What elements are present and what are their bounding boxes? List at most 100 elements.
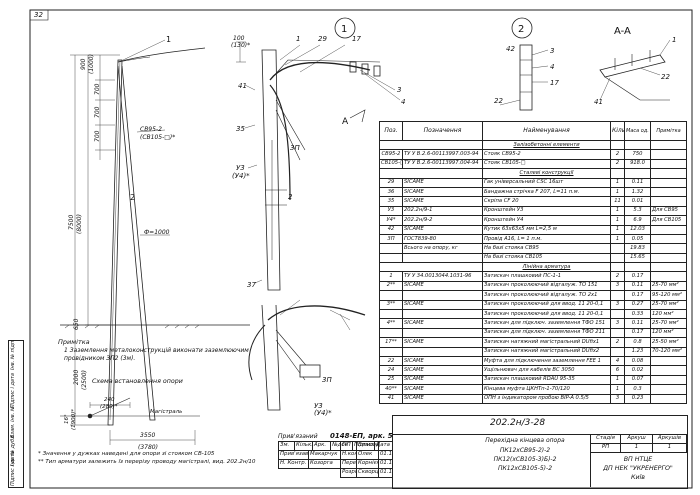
table-cell-pos <box>379 252 403 264</box>
table-cell-note <box>650 365 687 376</box>
specification-table: Поз.ПозначенняНайменуванняКільк.Маса од.… <box>379 121 687 404</box>
table-cell-qty <box>610 252 625 264</box>
signature-role: Н. Контр. <box>278 459 309 469</box>
table-cell-name: Затискач проколюючий відгалуж. ТО 151 <box>482 280 611 292</box>
detail-lower-drawing <box>248 299 366 411</box>
table-cell-pos: 3** <box>379 299 403 311</box>
table-section-row: Сталеві конструкції <box>379 168 687 179</box>
table-cell-note <box>650 271 687 282</box>
table-cell-mass: 0.17 <box>624 271 651 282</box>
signature-name: Власюк <box>356 441 379 451</box>
table-cell-name: Затискач плашковий RDAU 95-35 <box>482 374 611 386</box>
table-cell-qty <box>610 309 625 320</box>
table-cell-pos: СВ95-2 <box>379 149 403 160</box>
d1-callout-3: 3 <box>397 86 401 94</box>
org-line-3: Київ <box>630 474 646 481</box>
table-cell-des: SICAME <box>402 280 483 292</box>
table-section-title: Лінійна арматура <box>482 262 611 273</box>
scheme-dim-16deg: 16° <box>64 414 70 424</box>
table-cell-mass: 15.65 <box>624 252 651 264</box>
table-cell-des: SICAME <box>402 337 483 348</box>
dim-2000: 2000 <box>73 370 80 385</box>
table-cell-note: 70-120 мм² <box>650 346 687 358</box>
note-title: Примітка <box>58 338 90 346</box>
aa-callout-1: 1 <box>672 36 676 44</box>
dim-7500: 7500 <box>68 215 75 230</box>
table-cell-des <box>402 327 483 339</box>
table-cell-note: 25-50 мм² <box>650 337 687 348</box>
table-cell-mass: 0.8 <box>624 337 651 348</box>
side-stamp-1: Інв. № підп. <box>10 339 16 370</box>
table-cell-mass: 0.17 <box>624 290 651 301</box>
side-stamp-2: Підпис і дата <box>10 373 16 408</box>
callout-2: 2 <box>130 193 135 202</box>
table-cell-note <box>650 243 687 254</box>
table-cell-des: SICAME <box>402 186 483 198</box>
stage-value-cell: 1 <box>620 443 653 453</box>
table-cell-name: Кутик 63х63х5 мм L=2,5 м <box>482 224 611 235</box>
sheet-number: 32 <box>34 11 43 19</box>
table-cell-qty: 1 <box>610 205 625 217</box>
table-cell-name: Ущільнювач для кабелів ВС 3050 <box>482 365 611 376</box>
signature-name: Макарчук <box>308 450 341 460</box>
table-cell-pos: 24 <box>379 365 403 376</box>
table-cell-note <box>650 252 687 264</box>
table-cell-mass: 1.32 <box>624 186 651 198</box>
signature-name: Козорга <box>308 459 341 469</box>
stage-header-cell: Стадія <box>590 434 621 444</box>
table-cell-mass: 0.07 <box>624 374 651 386</box>
detail-1-number: 1 <box>341 24 347 35</box>
table-cell-qty: 4 <box>610 355 625 367</box>
d1-callout-29: 29 <box>318 35 327 43</box>
signature-date <box>378 441 393 451</box>
table-cell-name: Бандажна стрічка F 207, L=11 п.м. <box>482 186 611 198</box>
d1-callout-3p: 3П <box>290 144 300 152</box>
table-cell-mass: 750 <box>624 149 651 160</box>
table-cell-name: Скріпа CF 20 <box>482 196 611 207</box>
signature-row: Н. Контр.Козорга <box>278 459 341 469</box>
drawing-code: 202.2н/3-28 <box>490 418 546 428</box>
table-cell-pos: 42 <box>379 224 403 235</box>
table-cell-mass: 0.02 <box>624 365 651 376</box>
table-cell-name: Затискач натяжний магістральний DUfix2 <box>482 346 611 358</box>
table-cell-des: SICAME <box>402 365 483 376</box>
table-cell-note <box>650 186 687 198</box>
table-cell-qty: 1 <box>610 374 625 386</box>
signature-row: Перевір.Корнієнко01.15 <box>340 459 393 469</box>
signature-name: Олек <box>356 450 379 460</box>
detail1-dim-100: 100 <box>233 35 245 42</box>
pole-type-label-alt: (СВ105-□)* <box>140 134 175 141</box>
d1-callout-u4-lower: (У4)* <box>314 409 332 417</box>
title-block-frame <box>392 415 688 489</box>
table-cell-name: Стояк СВ95-2 <box>482 149 611 160</box>
table-cell-name: Затискач натяжний магістральний DUfix1 <box>482 337 611 348</box>
table-cell-mass: 12.03 <box>624 224 651 235</box>
signature-role: Перевір. <box>340 459 357 469</box>
table-cell-qty <box>610 346 625 358</box>
aa-callout-22: 22 <box>661 73 670 81</box>
table-cell-name: Затискач для підключ. заземлення ТФО 211 <box>482 327 611 339</box>
table-cell-des: SICAME <box>402 355 483 367</box>
table-section-title: Сталеві конструкції <box>482 168 611 179</box>
section-aa-drawing <box>599 39 671 101</box>
table-cell-des: SICAME <box>402 318 483 329</box>
table-cell-qty: 11 <box>610 196 625 207</box>
table-header-cell: Позначення <box>402 121 483 141</box>
table-cell-pos: 3П <box>379 233 403 245</box>
table-cell-qty: 3 <box>610 280 625 292</box>
table-cell-note <box>650 374 687 386</box>
table-cell-name: Затискач проколюючий для ввод. 11 20-0,1 <box>482 299 611 311</box>
title-vdivider <box>590 434 591 487</box>
table-cell-qty: 1 <box>610 224 625 235</box>
